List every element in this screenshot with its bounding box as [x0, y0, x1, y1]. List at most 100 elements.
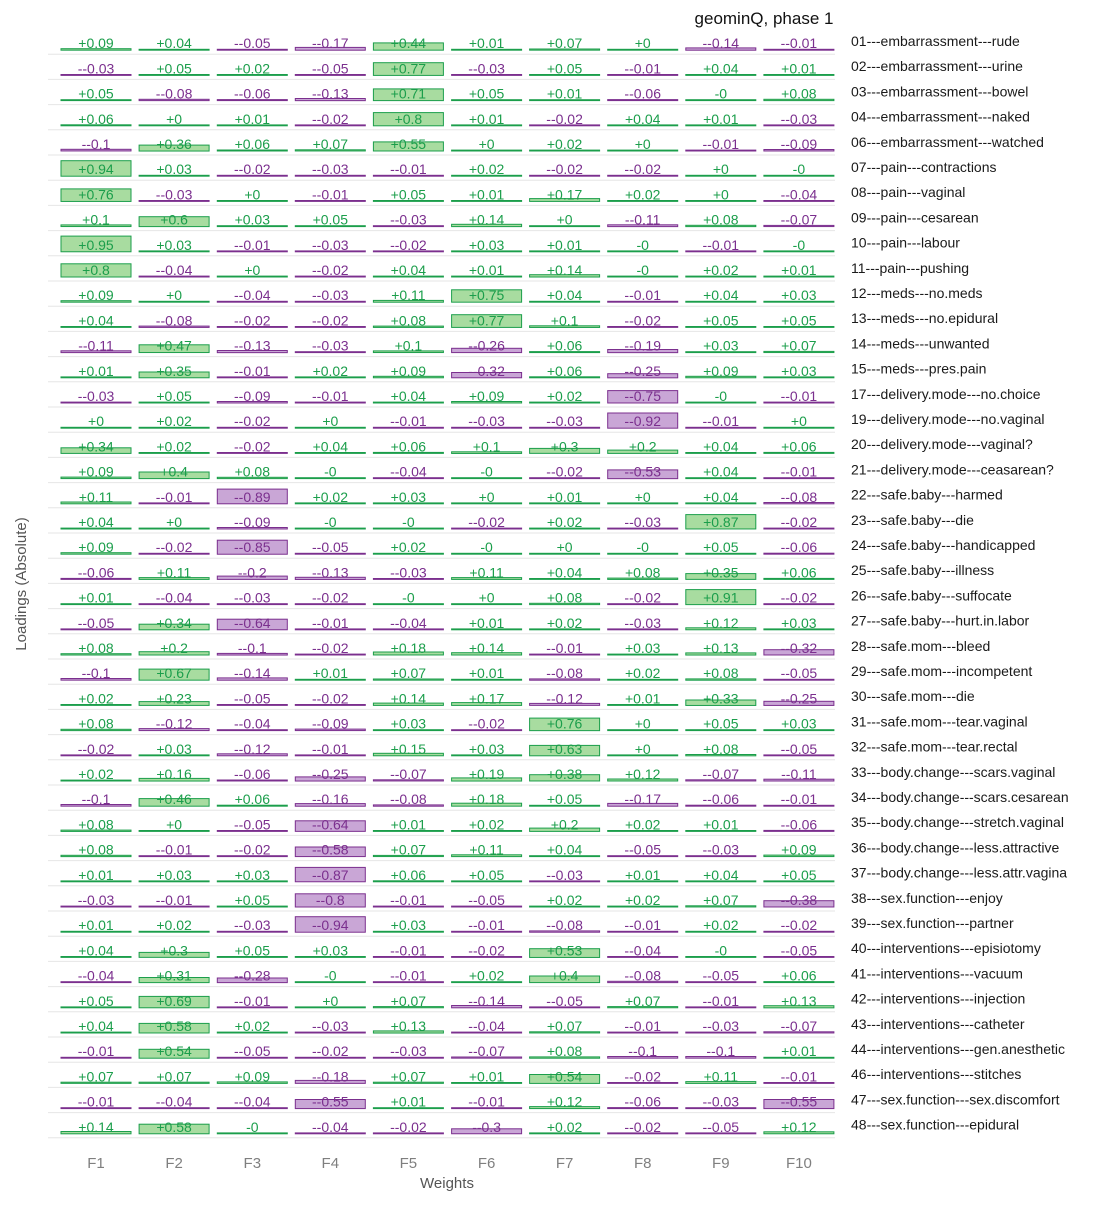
loading-bar — [60, 224, 132, 228]
loading-bar — [138, 855, 210, 858]
loading-value: --0.04 — [78, 968, 115, 984]
loading-bar — [529, 274, 601, 278]
loading-value: --0.05 — [546, 993, 583, 1009]
loading-bar — [138, 174, 210, 177]
loading-value: +0.04 — [78, 312, 114, 328]
loading-value: +0.08 — [391, 312, 427, 328]
loading-value: +0.13 — [391, 1018, 427, 1034]
loading-bar — [138, 250, 210, 253]
loading-bar — [60, 235, 132, 253]
loading-value: +0.04 — [547, 564, 583, 580]
variable-label: 36---body.change---less.attractive — [851, 839, 1059, 855]
loading-bar — [529, 477, 601, 480]
loading-bar — [294, 300, 366, 303]
loading-bar — [607, 1006, 679, 1009]
loading-bar — [138, 275, 210, 278]
loading-value: +0.09 — [78, 287, 114, 303]
loading-bar — [685, 880, 757, 883]
loading-bar — [529, 1074, 601, 1084]
loading-bar — [294, 174, 366, 177]
loading-bar — [451, 854, 523, 858]
loading-value: --0.05 — [781, 942, 818, 958]
loading-bar — [763, 1005, 835, 1009]
loading-value: -0 — [480, 539, 493, 555]
loading-value: +0.04 — [703, 438, 739, 454]
loading-value: --0.12 — [234, 741, 271, 757]
variable-label: 47---sex.function---sex.discomfort — [851, 1091, 1060, 1107]
loading-value: +0.11 — [469, 842, 504, 858]
loading-value: +0.01 — [391, 816, 427, 832]
loading-value: --0.03 — [546, 867, 583, 883]
loading-value: --0.03 — [703, 1094, 740, 1110]
loading-bar — [607, 1056, 679, 1059]
variable-label: 40---interventions---episiotomy — [851, 940, 1041, 956]
loading-value: --0.28 — [234, 968, 271, 984]
loading-value: +0.03 — [781, 716, 817, 732]
loading-value: --0.06 — [703, 791, 740, 807]
variable-label: 38---sex.function---enjoy — [851, 890, 1003, 906]
loading-bar — [529, 948, 601, 958]
loading-value: +0.02 — [547, 615, 583, 631]
loading-bar — [60, 476, 132, 480]
loading-bar — [685, 930, 757, 933]
loading-value: --0.01 — [312, 615, 349, 631]
loading-bar — [529, 717, 601, 732]
loading-bar — [763, 700, 835, 706]
loading-value: +0.04 — [391, 388, 427, 404]
loading-value: +0.1 — [551, 312, 579, 328]
loading-bar — [138, 144, 210, 152]
loading-value: +0.09 — [78, 539, 114, 555]
loading-value: +0 — [635, 716, 651, 732]
loading-bar — [607, 754, 679, 757]
loading-value: --0.08 — [546, 665, 583, 681]
loading-bar — [294, 326, 366, 328]
loading-bar — [294, 603, 366, 606]
loading-value: +0 — [322, 993, 338, 1009]
loading-value: --0.16 — [312, 791, 349, 807]
loading-bar — [451, 372, 523, 379]
variable-label: 11---pain---pushing — [851, 260, 969, 276]
loading-value: --0.85 — [234, 539, 271, 555]
loading-bar — [607, 855, 679, 858]
variable-label: 10---pain---labour — [851, 235, 960, 251]
loading-value: +0 — [635, 741, 651, 757]
loading-bar — [216, 779, 288, 782]
variable-label: 31---safe.mom---tear.vaginal — [851, 713, 1028, 729]
loading-value: --0.09 — [781, 136, 818, 152]
loading-bar — [294, 820, 366, 832]
loading-bar — [216, 575, 288, 580]
loading-value: --0.02 — [234, 312, 271, 328]
loading-bar — [60, 552, 132, 555]
loading-bar — [216, 677, 288, 681]
loading-bar — [372, 1030, 444, 1034]
loading-value: +0.75 — [469, 287, 505, 303]
variable-label: 24---safe.baby---handicapped — [851, 537, 1035, 553]
loading-bar — [451, 830, 523, 832]
loading-bar — [607, 174, 679, 177]
loading-value: --0.02 — [156, 539, 193, 555]
loading-bar — [607, 74, 679, 76]
loading-value: +0.09 — [391, 363, 427, 379]
loading-bar — [216, 855, 288, 858]
loading-value: --0.07 — [468, 1043, 505, 1059]
loading-value: +0.05 — [781, 312, 817, 328]
loading-value: +0.07 — [547, 35, 583, 51]
loading-value: +0.02 — [469, 161, 505, 177]
loading-bar — [451, 1107, 523, 1110]
loading-value: +0.03 — [625, 640, 661, 656]
loading-value: +0.01 — [469, 1068, 505, 1084]
loading-bar — [607, 99, 679, 102]
loading-bar — [138, 527, 210, 530]
loading-value: +0.04 — [625, 111, 661, 127]
loading-value: +0.05 — [313, 212, 349, 228]
loading-value: --0.05 — [312, 60, 349, 76]
variable-label: 06---embarrassment---watched — [851, 134, 1044, 150]
loading-bar — [451, 702, 523, 706]
loading-value: +0.03 — [781, 363, 817, 379]
variable-label: 13---meds---no.epidural — [851, 310, 998, 326]
loading-value: +0.01 — [703, 816, 739, 832]
loading-bar — [529, 552, 601, 555]
loading-value: --0.06 — [234, 86, 271, 102]
factor-label: F7 — [556, 1155, 574, 1172]
loading-value: +0.91 — [703, 590, 739, 606]
